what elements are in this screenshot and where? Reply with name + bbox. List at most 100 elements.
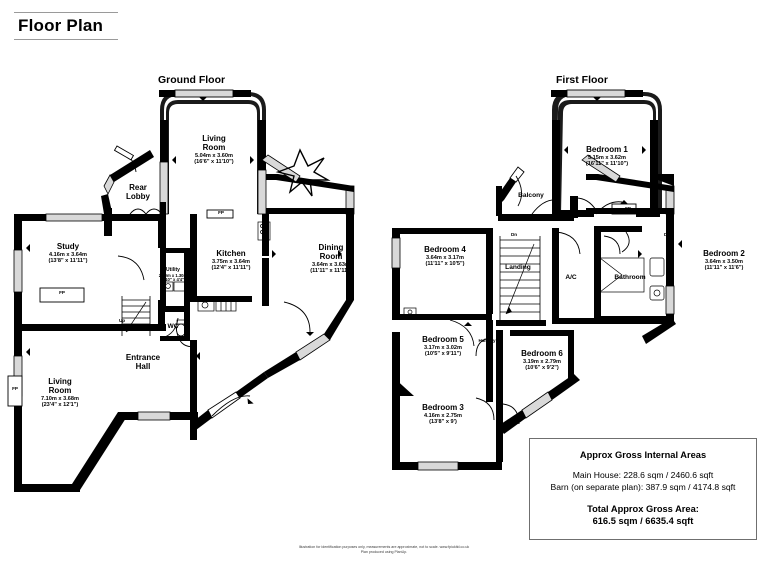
- label-landing: Landing: [505, 264, 531, 271]
- room-metric: 7.10m x 3.68m: [41, 395, 79, 402]
- label-ac: A/C: [565, 274, 577, 281]
- wall: [600, 316, 674, 323]
- door-swing: [475, 337, 491, 357]
- approx-gross-internal-areas-box: Approx Gross Internal Areas Main House: …: [529, 438, 757, 540]
- label-hallway-text: Hallway: [478, 338, 496, 343]
- direction-arrow: [26, 244, 30, 252]
- wall-diagonal: [72, 412, 126, 490]
- kitchen-units: [197, 221, 271, 312]
- wall-diagonal: [190, 410, 212, 430]
- wall: [184, 248, 190, 306]
- first-floor-walls: [391, 89, 682, 471]
- wall-seg: [551, 90, 567, 97]
- wall: [392, 392, 400, 470]
- room-study: Study 4.16m x 3.64m (13'8" x 11'11"): [30, 242, 106, 264]
- label-name: Utility: [166, 267, 180, 273]
- page-title: Floor Plan: [14, 12, 118, 40]
- wall-diagonal: [548, 374, 580, 400]
- direction-arrow: [172, 156, 176, 164]
- wall: [496, 320, 546, 326]
- label-rear-lobby: Rear Lobby: [116, 183, 160, 201]
- wall: [552, 228, 559, 322]
- fireplace-label-living: FP: [12, 386, 18, 391]
- wall: [104, 208, 112, 236]
- fireplace: [206, 209, 234, 219]
- room-name: Bedroom 5: [422, 335, 464, 344]
- room-imperial: (13'8" x 9'): [429, 419, 457, 426]
- wall: [14, 484, 80, 492]
- fireplace-label-study: FP: [59, 290, 65, 295]
- window: [295, 333, 331, 361]
- room-metric: 4.16m x 2.75m: [424, 412, 462, 419]
- window: [45, 213, 103, 222]
- fireplace: [39, 287, 85, 303]
- door: [509, 166, 525, 183]
- wall: [160, 306, 190, 312]
- room-imperial: (11'11" x 10'5"): [425, 261, 465, 268]
- ground-floor-caption: Ground Floor: [158, 74, 226, 86]
- wall-diagonal: [236, 372, 268, 398]
- door: [113, 145, 135, 161]
- label-line-2: Lobby: [126, 192, 150, 202]
- label-line-1: Entrance: [125, 353, 161, 362]
- direction-arrow: [678, 240, 682, 248]
- room-imperial: (16'11" x 11'10"): [585, 161, 629, 168]
- direction-arrow: [593, 97, 601, 101]
- room-metric: 5.15m x 3.62m: [588, 154, 626, 161]
- wall: [510, 330, 574, 336]
- room-imperial: (23'4" x 12'1"): [41, 402, 79, 409]
- room-metric: 3.19m x 2.79m: [523, 358, 561, 365]
- wall: [262, 258, 269, 306]
- wall-diagonal: [658, 174, 674, 186]
- wall: [650, 120, 658, 216]
- direction-arrow: [250, 156, 254, 164]
- window: [417, 461, 459, 471]
- areas-main-house: Main House: 228.6 sqm / 2460.6 sqft: [572, 470, 714, 480]
- ground-floor-walls: [7, 89, 355, 492]
- door-swing: [117, 255, 145, 281]
- label-hallway: Hallway: [477, 338, 497, 343]
- wall: [184, 306, 190, 340]
- wall: [160, 248, 166, 306]
- wall: [258, 120, 266, 170]
- footer-disclaimer: Illustration for identification purposes…: [0, 545, 768, 556]
- label-wc: WC: [167, 323, 179, 330]
- room-name: Bedroom 4: [424, 245, 466, 254]
- direction-arrow: [620, 200, 628, 204]
- room-name: Bedroom 6: [521, 349, 563, 358]
- wall: [392, 314, 492, 320]
- room-name-2: Room: [48, 385, 72, 395]
- door-swing: [603, 235, 621, 255]
- wall-diagonal: [110, 150, 154, 182]
- room-name-2: Room: [202, 142, 226, 152]
- direction-arrow: [306, 332, 314, 336]
- room-imperial: (10'5" x 9'11"): [424, 351, 462, 358]
- room-metric: 5.04m x 3.60m: [195, 152, 233, 159]
- door-swing: [621, 231, 630, 253]
- wall-diagonal: [264, 352, 300, 378]
- wall: [160, 120, 168, 162]
- staircase-first: [499, 236, 541, 320]
- room-metric: 3.75m x 3.64m: [212, 258, 250, 265]
- label-line-2: Hall: [135, 362, 151, 372]
- wall-diagonal: [642, 318, 676, 344]
- first-floor-caption: First Floor: [556, 74, 608, 86]
- direction-arrow: [196, 352, 200, 360]
- wall-seg: [625, 90, 643, 97]
- door-swing: [515, 175, 522, 207]
- label-balcony: Balcony: [518, 192, 544, 199]
- room-bedroom-2: Bedroom 2 3.64m x 3.50m (11'11" x 11'6"): [688, 249, 760, 271]
- room-metric: 3.64m x 3.50m: [705, 258, 743, 265]
- wall: [160, 248, 190, 253]
- window: [137, 411, 171, 421]
- room-metric: 3.17m x 3.02m: [424, 344, 462, 351]
- door-swing: [475, 397, 495, 421]
- wall: [498, 214, 574, 221]
- areas-total-value: 616.5 sqm / 6635.4 sqft: [592, 516, 694, 527]
- window: [391, 237, 401, 269]
- wall: [552, 318, 598, 324]
- wall: [496, 186, 502, 216]
- wall: [666, 214, 674, 270]
